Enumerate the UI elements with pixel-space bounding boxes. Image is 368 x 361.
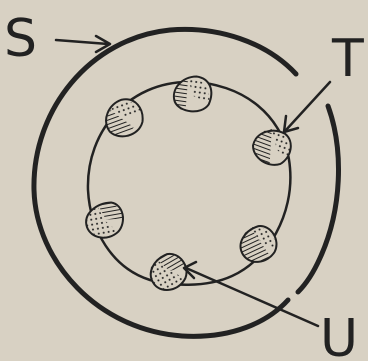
label-u: U xyxy=(320,309,358,361)
pointer-s-arrow xyxy=(56,36,110,52)
particle-top xyxy=(172,74,214,115)
particle-lower-right xyxy=(234,220,282,268)
pointer-t-arrow xyxy=(284,82,330,132)
particle-upper-left xyxy=(100,95,148,142)
outer-membrane-arc-right xyxy=(298,106,338,292)
label-t: T xyxy=(331,29,364,89)
label-s: S xyxy=(4,9,37,69)
particle-bottom xyxy=(143,247,193,296)
